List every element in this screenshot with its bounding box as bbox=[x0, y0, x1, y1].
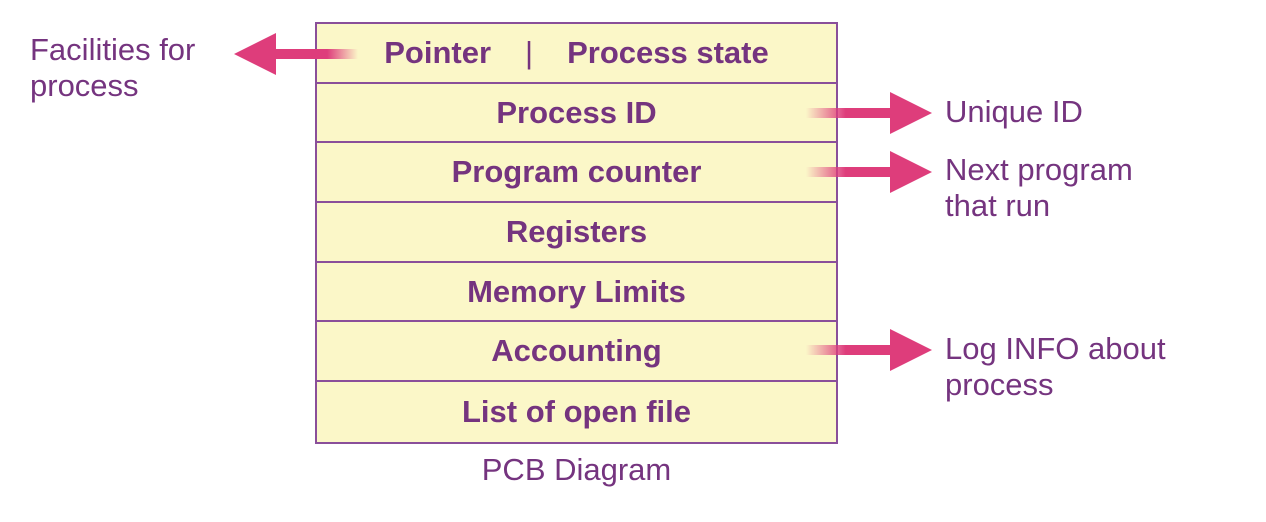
open-file-label: List of open file bbox=[461, 393, 692, 429]
accounting-label: Accounting bbox=[491, 333, 662, 369]
registers-label: Registers bbox=[505, 213, 648, 249]
arrow-right-unique-id bbox=[806, 92, 932, 134]
pcb-row-registers: Registers bbox=[317, 203, 836, 263]
next-program-note: Next program that run bbox=[945, 152, 1133, 224]
pcb-row-accounting: Accounting bbox=[317, 322, 836, 383]
pcb-row-process-id: Process ID bbox=[317, 84, 836, 144]
facilities-line2: process bbox=[30, 68, 139, 103]
log-info-line2: process bbox=[945, 367, 1054, 402]
arrow-right-next-program bbox=[806, 151, 932, 193]
pcb-table: Pointer | Process state Process ID Progr… bbox=[315, 22, 838, 444]
unique-id-line1: Unique ID bbox=[945, 94, 1083, 129]
facilities-note: Facilities for process bbox=[30, 32, 195, 104]
pcb-row-memory-limits: Memory Limits bbox=[317, 263, 836, 323]
pcb-row-program-counter: Program counter bbox=[317, 143, 836, 204]
arrow-right-log-info bbox=[806, 329, 932, 371]
facilities-line1: Facilities for bbox=[30, 32, 196, 67]
process-id-label: Process ID bbox=[496, 94, 657, 130]
next-program-line1: Next program bbox=[945, 152, 1133, 187]
next-program-line2: that run bbox=[945, 188, 1051, 223]
arrow-left-facilities bbox=[234, 33, 358, 75]
unique-id-note: Unique ID bbox=[945, 94, 1083, 130]
row-separator: | bbox=[525, 34, 534, 70]
memory-limits-label: Memory Limits bbox=[467, 273, 686, 309]
pcb-row-pointer-state: Pointer | Process state bbox=[317, 24, 836, 84]
pcb-row-open-files: List of open file bbox=[317, 382, 836, 442]
pointer-label: Pointer bbox=[384, 34, 492, 70]
diagram-caption: PCB Diagram bbox=[481, 452, 672, 487]
program-counter-label: Program counter bbox=[451, 154, 702, 190]
log-info-line1: Log INFO about bbox=[945, 331, 1166, 366]
process-state-label: Process state bbox=[567, 34, 769, 70]
log-info-note: Log INFO about process bbox=[945, 331, 1166, 403]
